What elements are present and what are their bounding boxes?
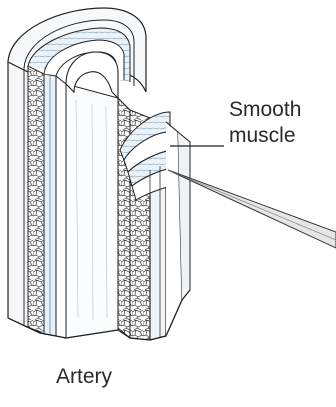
- cellular-layer-left: [28, 66, 44, 334]
- smooth-muscle-label-line1: Smooth: [229, 98, 301, 122]
- smooth-muscle-label-line2: muscle: [229, 124, 296, 148]
- inner-lining-left: [44, 74, 56, 336]
- artery-caption: Artery: [56, 365, 112, 389]
- lumen-interior: [56, 76, 118, 338]
- probe-needle: [168, 170, 336, 248]
